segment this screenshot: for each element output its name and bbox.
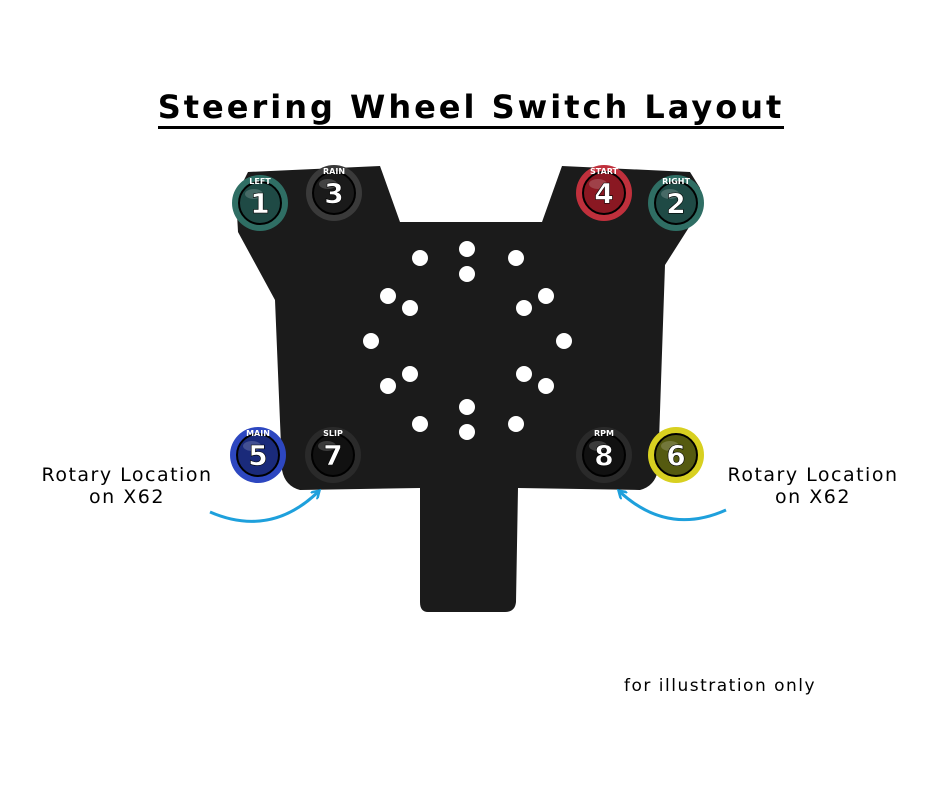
- hole: [459, 266, 475, 282]
- rotary-label-left-line2: on X62: [89, 486, 165, 508]
- switch-cap: [312, 171, 356, 215]
- switch-highlight: [589, 441, 607, 451]
- mounting-holes: [363, 241, 572, 440]
- switch-number: 7: [323, 439, 342, 472]
- title-text: Steering Wheel Switch Layout: [157, 88, 785, 129]
- switch-number: 4: [594, 177, 613, 210]
- illustration-note: for illustration only: [624, 676, 817, 696]
- rotary-arrow-right: [620, 492, 727, 522]
- switch-label: RAIN: [323, 167, 345, 176]
- hole: [380, 288, 396, 304]
- switch-cap: [654, 433, 698, 477]
- switch-label: MAIN: [246, 429, 270, 438]
- switch-number: 5: [248, 439, 267, 472]
- rotary-label-right: Rotary Location on X62: [704, 464, 922, 508]
- hole: [459, 399, 475, 415]
- switch-cap: [582, 433, 626, 477]
- rotary-label-right-line1: Rotary Location: [727, 464, 899, 486]
- switch-number: 8: [594, 439, 613, 472]
- hole: [412, 250, 428, 266]
- switch-cap: [311, 433, 355, 477]
- switch-cap: [236, 433, 280, 477]
- switch-label: SLIP: [323, 429, 343, 438]
- switch-highlight: [661, 189, 679, 199]
- switch-label: START: [590, 167, 619, 176]
- rotary-label-left-line1: Rotary Location: [41, 464, 213, 486]
- switch-number: 3: [324, 177, 343, 210]
- hole: [556, 333, 572, 349]
- switch-6: 6: [648, 427, 704, 483]
- hole: [402, 300, 418, 316]
- switch-cap: [654, 181, 698, 225]
- switch-highlight: [318, 441, 336, 451]
- switch-highlight: [589, 179, 607, 189]
- hole: [516, 300, 532, 316]
- switch-highlight: [243, 441, 261, 451]
- switch-highlight: [245, 189, 263, 199]
- switch-cap: [582, 171, 626, 215]
- switch-highlight: [661, 441, 679, 451]
- switch-label: RIGHT: [662, 177, 690, 186]
- hole: [538, 288, 554, 304]
- hole: [516, 366, 532, 382]
- switch-number: 2: [666, 187, 685, 220]
- steering-plate: [236, 166, 700, 612]
- hole: [402, 366, 418, 382]
- rotary-label-right-line2: on X62: [775, 486, 851, 508]
- hole: [459, 424, 475, 440]
- rotary-label-left: Rotary Location on X62: [18, 464, 236, 508]
- hole: [412, 416, 428, 432]
- switch-label: RPM: [594, 429, 614, 438]
- rotary-arrow-left: [209, 492, 318, 523]
- switch-number: 6: [666, 439, 685, 472]
- hole: [363, 333, 379, 349]
- hole: [508, 250, 524, 266]
- switch-highlight: [319, 179, 337, 189]
- page-title: Steering Wheel Switch Layout: [0, 88, 942, 129]
- switch-number: 1: [250, 187, 269, 220]
- hole: [459, 241, 475, 257]
- switch-cap: [238, 181, 282, 225]
- hole: [508, 416, 524, 432]
- hole: [538, 378, 554, 394]
- hole: [380, 378, 396, 394]
- switch-label: LEFT: [249, 177, 271, 186]
